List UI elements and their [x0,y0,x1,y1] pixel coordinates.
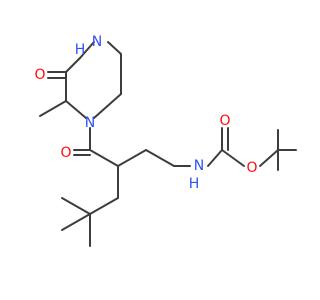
bond [89,197,119,215]
bond [117,149,147,167]
atom-o-lactam: O [34,67,45,83]
molecule-diagram: N H N O O H N O O [34,34,297,247]
atom-o-ester: O [246,160,257,176]
bond [65,100,87,119]
bond [39,100,67,117]
bond [61,197,91,215]
bond [107,41,122,55]
structure-svg: N H N O O H N O O [34,34,297,247]
atom-n-amide-ring: N [85,115,95,131]
atom-n-carbamate: N [194,158,204,174]
bond [145,149,175,167]
atom-h-carbamate: H [189,176,200,192]
bond [89,149,119,167]
bond [207,149,223,167]
bond [65,57,81,73]
atom-h-ring: H [75,42,86,58]
bond [221,149,245,167]
bond [259,149,279,167]
atom-n-ring: N [92,34,102,50]
bond [79,41,95,59]
bond [93,93,122,119]
atom-o-carbonyl: O [219,113,230,129]
bond [61,213,91,231]
atom-o-ketone: O [60,145,71,161]
